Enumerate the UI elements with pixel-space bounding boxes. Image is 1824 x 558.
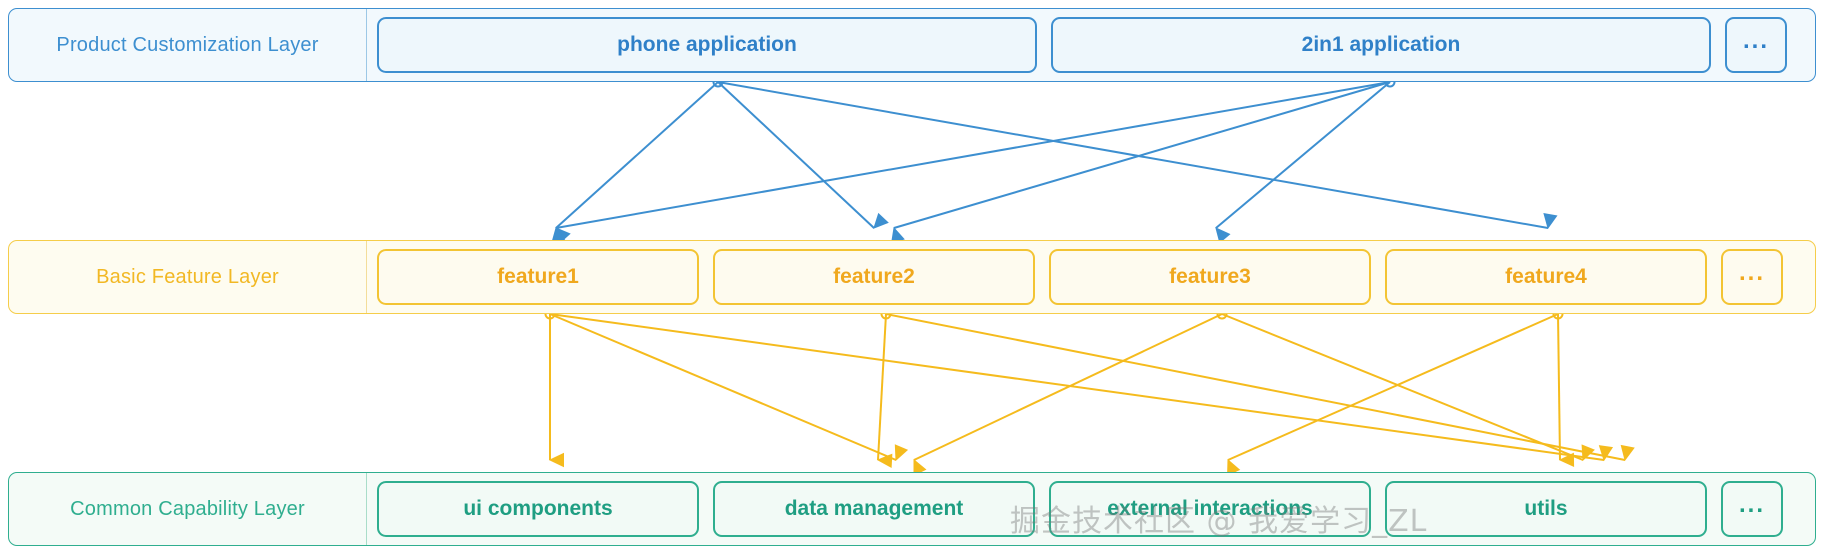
- node-utils[interactable]: utils: [1385, 481, 1707, 537]
- blue-connections: [551, 76, 1558, 244]
- wire-2in1-to-feature2: [891, 81, 1391, 244]
- wire-feature3-to-utils: [1221, 313, 1595, 462]
- watermark-text: 掘金技术社区 @ 我爱学习_ZL: [1010, 504, 1428, 539]
- ellipsis-button-common-capability[interactable]: ...: [1721, 481, 1783, 537]
- wire-phone-to-feature2: [717, 81, 889, 229]
- node-group-common-capability: ui components data management external i…: [367, 473, 1815, 545]
- wire-phone-to-feature3: [717, 81, 1558, 230]
- layer-basic-feature: Basic Feature Layer feature1 feature2 fe…: [8, 240, 1816, 314]
- wire-feature2-to-utils: [885, 313, 1635, 462]
- node-feature4[interactable]: feature4: [1385, 249, 1707, 305]
- ellipsis-button-product-customization[interactable]: ...: [1725, 17, 1787, 73]
- node-2in1-application[interactable]: 2in1 application: [1051, 17, 1711, 73]
- amber-connections: [544, 308, 1635, 476]
- wire-feature2-to-data-management: [876, 313, 893, 468]
- node-feature1[interactable]: feature1: [377, 249, 699, 305]
- node-group-basic-feature: feature1 feature2 feature3 feature4 ...: [367, 241, 1815, 313]
- wire-feature4-to-external-interactions: [1227, 313, 1559, 476]
- layer-label-product-customization: Product Customization Layer: [9, 9, 367, 81]
- layer-label-basic-feature: Basic Feature Layer: [9, 241, 367, 313]
- layer-common-capability: Common Capability Layer ui components da…: [8, 472, 1816, 546]
- node-group-product-customization: phone application 2in1 application ...: [367, 9, 1815, 81]
- node-external-interactions[interactable]: external interactions: [1049, 481, 1371, 537]
- wire-feature3-to-data-management: [913, 313, 1223, 476]
- wire-2in1-to-feature4: [1215, 81, 1391, 244]
- layer-product-customization: Product Customization Layer phone applic…: [8, 8, 1816, 82]
- wire-2in1-to-feature1: [551, 81, 1391, 244]
- node-feature2[interactable]: feature2: [713, 249, 1035, 305]
- node-data-management[interactable]: data management: [713, 481, 1035, 537]
- wire-feature4-to-utils: [1557, 313, 1575, 468]
- ellipsis-button-basic-feature[interactable]: ...: [1721, 249, 1783, 305]
- layer-label-common-capability: Common Capability Layer: [9, 473, 367, 545]
- wire-phone-to-feature1: [555, 81, 719, 244]
- wire-feature1-to-data-management: [549, 313, 909, 462]
- node-ui-components[interactable]: ui components: [377, 481, 699, 537]
- node-feature3[interactable]: feature3: [1049, 249, 1371, 305]
- wire-feature1-to-utils: [549, 313, 1614, 462]
- node-phone-application[interactable]: phone application: [377, 17, 1037, 73]
